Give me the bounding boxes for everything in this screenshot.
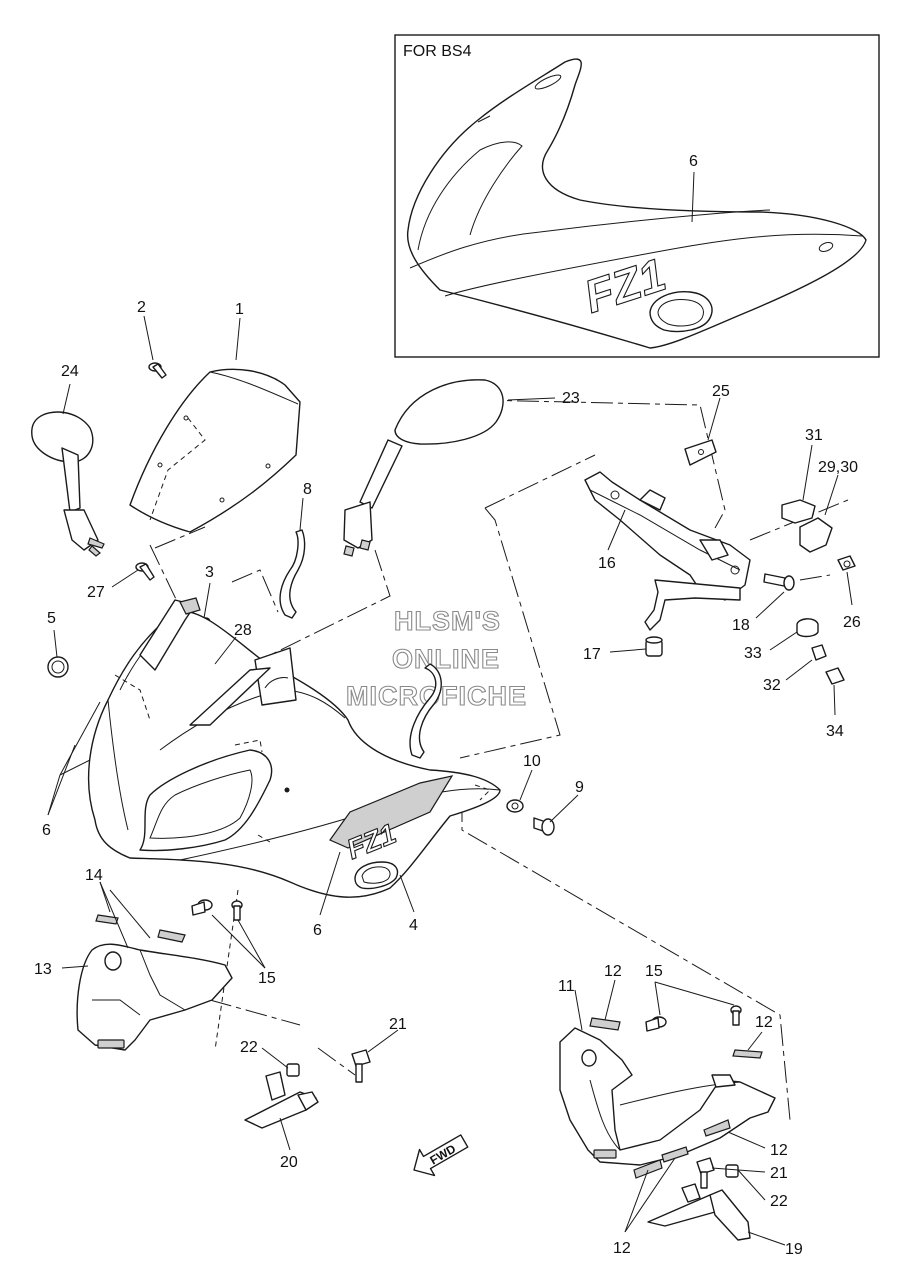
callout-19: 19 bbox=[785, 1241, 803, 1258]
callout-6-left: 6 bbox=[42, 822, 51, 839]
callout-15-right: 15 bbox=[645, 963, 663, 980]
windscreen-screw-part bbox=[148, 362, 167, 379]
callout-14: 14 bbox=[85, 867, 103, 884]
bracket-left-part bbox=[244, 1049, 371, 1129]
callout-21-right: 21 bbox=[770, 1165, 788, 1182]
callout-9: 9 bbox=[575, 779, 584, 796]
callout-5: 5 bbox=[47, 610, 56, 627]
callout-26: 26 bbox=[843, 614, 861, 631]
inset-bs4: FOR BS4 FZ1 6 bbox=[394, 34, 880, 358]
assembly-lines bbox=[149, 399, 849, 1121]
callout-2: 2 bbox=[137, 299, 146, 316]
callout-6-decal: 6 bbox=[313, 922, 322, 939]
callout-29-30: 29,30 bbox=[818, 459, 858, 476]
callout-32: 32 bbox=[763, 677, 781, 694]
callout-28: 28 bbox=[234, 622, 252, 639]
watermark: HLSM'S ONLINE MICROFICHE bbox=[345, 605, 526, 711]
hose-part-8 bbox=[279, 529, 306, 619]
bracket-right-part bbox=[647, 1157, 751, 1241]
panel-bolts-right bbox=[645, 1005, 742, 1032]
inner-panel-left-part bbox=[76, 914, 233, 1051]
callout-33: 33 bbox=[744, 645, 762, 662]
leader-lines bbox=[47, 315, 853, 1246]
callout-22-left: 22 bbox=[240, 1039, 258, 1056]
callout-10: 10 bbox=[523, 753, 541, 770]
windscreen-part bbox=[129, 368, 301, 533]
callout-1: 1 bbox=[235, 301, 244, 318]
callouts: 1 2 3 4 5 6 6 8 9 10 11 12 12 12 12 13 1… bbox=[34, 299, 861, 1258]
callout-27: 27 bbox=[87, 584, 105, 601]
fairing-stay-part bbox=[584, 439, 751, 631]
left-mirror-part bbox=[31, 411, 105, 557]
callout-17: 17 bbox=[583, 646, 601, 663]
callout-12-d: 12 bbox=[613, 1240, 631, 1257]
inset-title: FOR BS4 bbox=[403, 43, 472, 60]
callout-23: 23 bbox=[562, 390, 580, 407]
fwd-arrow-icon: FWD bbox=[413, 1134, 469, 1177]
inner-panel-right-part bbox=[559, 1017, 776, 1179]
callout-25: 25 bbox=[712, 383, 730, 400]
watermark-line-2: ONLINE bbox=[392, 644, 500, 674]
callout-13: 13 bbox=[34, 961, 52, 978]
right-mirror-part bbox=[343, 379, 504, 557]
callout-31: 31 bbox=[805, 427, 823, 444]
callout-24: 24 bbox=[61, 363, 79, 380]
callout-20: 20 bbox=[280, 1154, 298, 1171]
callout-18: 18 bbox=[732, 617, 750, 634]
callout-12-c: 12 bbox=[770, 1142, 788, 1159]
callout-16: 16 bbox=[598, 555, 616, 572]
callout-21-left: 21 bbox=[389, 1016, 407, 1033]
callout-34: 34 bbox=[826, 723, 844, 740]
inset-leader bbox=[691, 171, 695, 223]
watermark-line-1: HLSM'S bbox=[394, 606, 501, 636]
callout-11: 11 bbox=[558, 978, 575, 995]
upper-cowling-part: FZ1 bbox=[87, 597, 501, 898]
callout-15-left: 15 bbox=[258, 970, 276, 987]
callout-22-right: 22 bbox=[770, 1193, 788, 1210]
hose-part-center bbox=[409, 663, 442, 759]
callout-4: 4 bbox=[409, 917, 418, 934]
callout-3: 3 bbox=[205, 564, 214, 581]
callout-12-b: 12 bbox=[755, 1014, 773, 1031]
callout-8: 8 bbox=[303, 481, 312, 498]
washer-bolt bbox=[506, 799, 555, 836]
damper-part-17 bbox=[645, 636, 663, 657]
inset-callout-6: 6 bbox=[689, 153, 698, 170]
panel-bolts-left bbox=[191, 899, 243, 921]
callout-12-a: 12 bbox=[604, 963, 622, 980]
stay-fasteners bbox=[763, 499, 856, 685]
inset-cowling-drawing: FZ1 6 bbox=[406, 58, 867, 349]
